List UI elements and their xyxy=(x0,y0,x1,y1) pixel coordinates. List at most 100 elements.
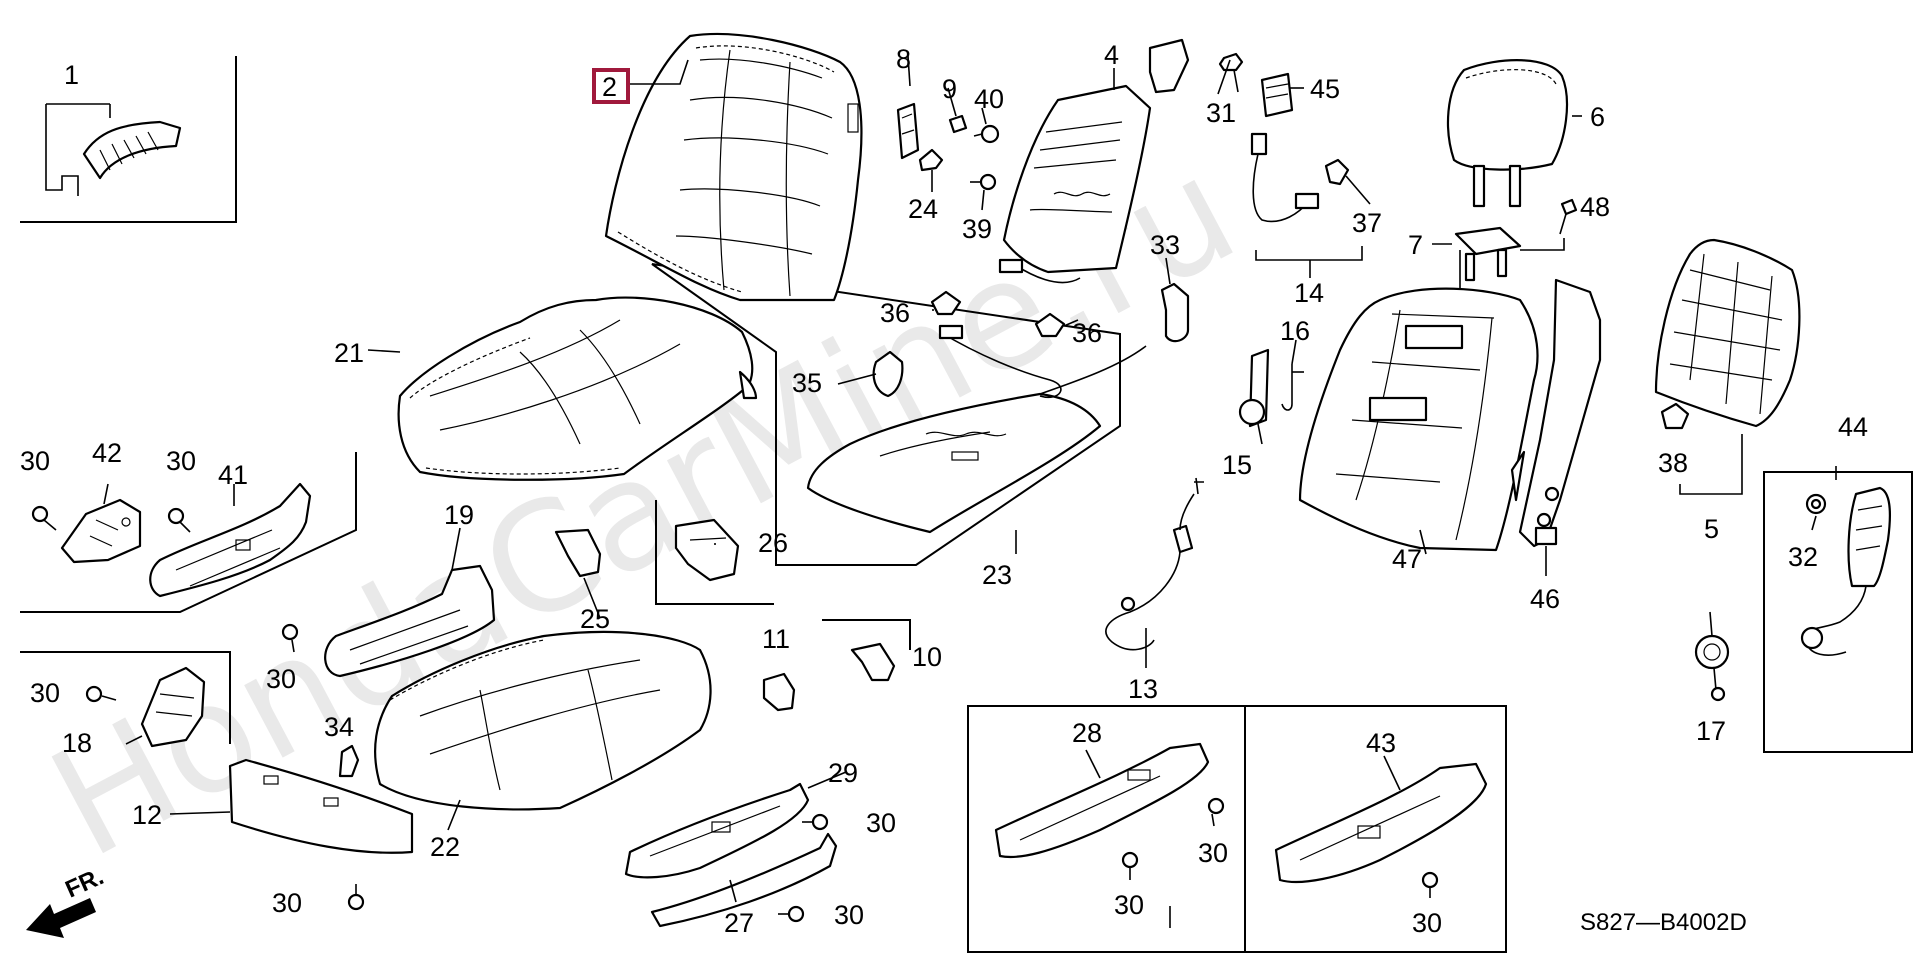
part-7-guide[interactable] xyxy=(1454,226,1522,301)
part-9-clip[interactable] xyxy=(948,114,968,134)
label-48: 48 xyxy=(1580,192,1610,222)
part-17-switch[interactable] xyxy=(1694,634,1730,702)
label-31: 31 xyxy=(1206,98,1236,128)
part-2-backrest-cover[interactable] xyxy=(604,32,863,302)
label-28: 28 xyxy=(1072,718,1102,748)
part-30-screw-1[interactable] xyxy=(31,505,57,531)
part-16-clip[interactable] xyxy=(1281,364,1304,411)
part-30-screw-2[interactable] xyxy=(167,507,191,533)
leader-lines xyxy=(103,55,1817,928)
part-21-cushion-cover[interactable] xyxy=(397,296,758,481)
part-46-recliner[interactable] xyxy=(1518,278,1602,548)
label-30i: 30 xyxy=(1114,890,1144,920)
part-29-trim[interactable] xyxy=(624,782,810,879)
part-13-cable[interactable] xyxy=(1105,477,1204,651)
part-36-clips[interactable] xyxy=(930,290,1066,338)
label-9: 9 xyxy=(942,74,957,104)
label-14: 14 xyxy=(1294,278,1324,308)
part-40-screw[interactable] xyxy=(973,124,1000,144)
label-16: 16 xyxy=(1280,316,1310,346)
part-28-trim[interactable] xyxy=(994,742,1210,859)
label-2: 2 xyxy=(602,72,617,102)
part-32-nut[interactable] xyxy=(1805,493,1827,515)
label-24: 24 xyxy=(908,194,938,224)
part-27-rail[interactable] xyxy=(650,832,838,928)
part-30-screw-7[interactable] xyxy=(778,905,805,923)
part-44-buckle[interactable] xyxy=(1800,466,1891,656)
label-30g: 30 xyxy=(834,900,864,930)
part-4-heater-pad[interactable] xyxy=(998,84,1152,284)
label-13: 13 xyxy=(1128,674,1158,704)
part-34-clip[interactable] xyxy=(338,744,360,778)
part-18-trim[interactable] xyxy=(140,666,206,748)
part-38-clip[interactable] xyxy=(1660,402,1743,495)
label-22: 22 xyxy=(430,832,460,862)
part-24-cap[interactable] xyxy=(918,148,944,172)
part-23-seat-heater[interactable] xyxy=(806,324,1147,534)
part-10-bracket[interactable] xyxy=(850,642,896,682)
label-36b: 36 xyxy=(1072,318,1102,348)
label-30j: 30 xyxy=(1412,908,1442,938)
label-39: 39 xyxy=(962,214,992,244)
part-25-bracket[interactable] xyxy=(554,528,602,578)
part-5-back-panel[interactable] xyxy=(1654,238,1801,428)
part-30-screw-9[interactable] xyxy=(1121,851,1139,880)
label-41: 41 xyxy=(218,460,248,490)
part-26-bracket[interactable] xyxy=(674,518,740,582)
label-47: 47 xyxy=(1392,544,1422,574)
label-19: 19 xyxy=(444,500,474,530)
part-37-clip[interactable] xyxy=(1324,158,1350,186)
part-30-screw-10[interactable] xyxy=(1421,871,1439,898)
label-6: 6 xyxy=(1590,102,1605,132)
part-30-screw-5[interactable] xyxy=(347,884,365,911)
label-26: 26 xyxy=(758,528,788,558)
part-6-headrest[interactable] xyxy=(1446,59,1568,208)
label-11: 11 xyxy=(762,624,790,654)
part-30-screw-8[interactable] xyxy=(1207,797,1225,827)
label-21: 21 xyxy=(334,338,364,368)
label-7: 7 xyxy=(1408,230,1423,260)
part-48-bolt[interactable] xyxy=(1520,198,1578,251)
part-41-trim[interactable] xyxy=(149,482,312,598)
label-27: 27 xyxy=(724,908,754,938)
part-11-bracket[interactable] xyxy=(762,672,796,712)
part-42-cover[interactable] xyxy=(60,498,142,564)
part-45-connector[interactable] xyxy=(1148,38,1294,118)
label-5: 5 xyxy=(1704,514,1719,544)
label-30b: 30 xyxy=(166,446,196,476)
label-8: 8 xyxy=(896,44,911,74)
label-30c: 30 xyxy=(266,664,296,694)
label-17: 17 xyxy=(1696,716,1726,746)
front-direction-arrow: FR. xyxy=(26,863,108,938)
label-32: 32 xyxy=(1788,542,1818,572)
part-33-hook[interactable] xyxy=(1160,282,1190,343)
part-22-cushion[interactable] xyxy=(374,630,712,811)
label-1: 1 xyxy=(64,60,79,90)
label-33: 33 xyxy=(1150,230,1180,260)
label-10: 10 xyxy=(912,642,942,672)
part-19-seat-trim[interactable] xyxy=(324,564,496,678)
label-30f: 30 xyxy=(866,808,896,838)
part-12-front-trim[interactable] xyxy=(228,758,414,854)
part-30-screw-4[interactable] xyxy=(281,623,299,653)
part-39-screw[interactable] xyxy=(970,173,997,191)
label-43: 43 xyxy=(1366,728,1396,758)
group-frames xyxy=(20,56,1913,953)
part-15-lumbar-switch[interactable] xyxy=(1238,348,1270,428)
part-30-screw-3[interactable] xyxy=(85,685,117,703)
label-35: 35 xyxy=(792,368,822,398)
label-42: 42 xyxy=(92,438,122,468)
label-40: 40 xyxy=(974,84,1004,114)
part-8-bezel[interactable] xyxy=(896,102,920,160)
label-29: 29 xyxy=(828,758,858,788)
part-30-screw-6[interactable] xyxy=(802,813,829,831)
label-30e: 30 xyxy=(272,888,302,918)
part-1-clip[interactable] xyxy=(45,103,182,196)
part-31-bolt[interactable] xyxy=(1218,52,1244,93)
part-35-clip[interactable] xyxy=(872,350,904,398)
part-47-seatback-frame[interactable] xyxy=(1298,287,1539,552)
part-14-harness[interactable] xyxy=(1250,132,1363,278)
label-38: 38 xyxy=(1658,448,1688,478)
label-46: 46 xyxy=(1530,584,1560,614)
part-43-trim[interactable] xyxy=(1274,762,1488,884)
